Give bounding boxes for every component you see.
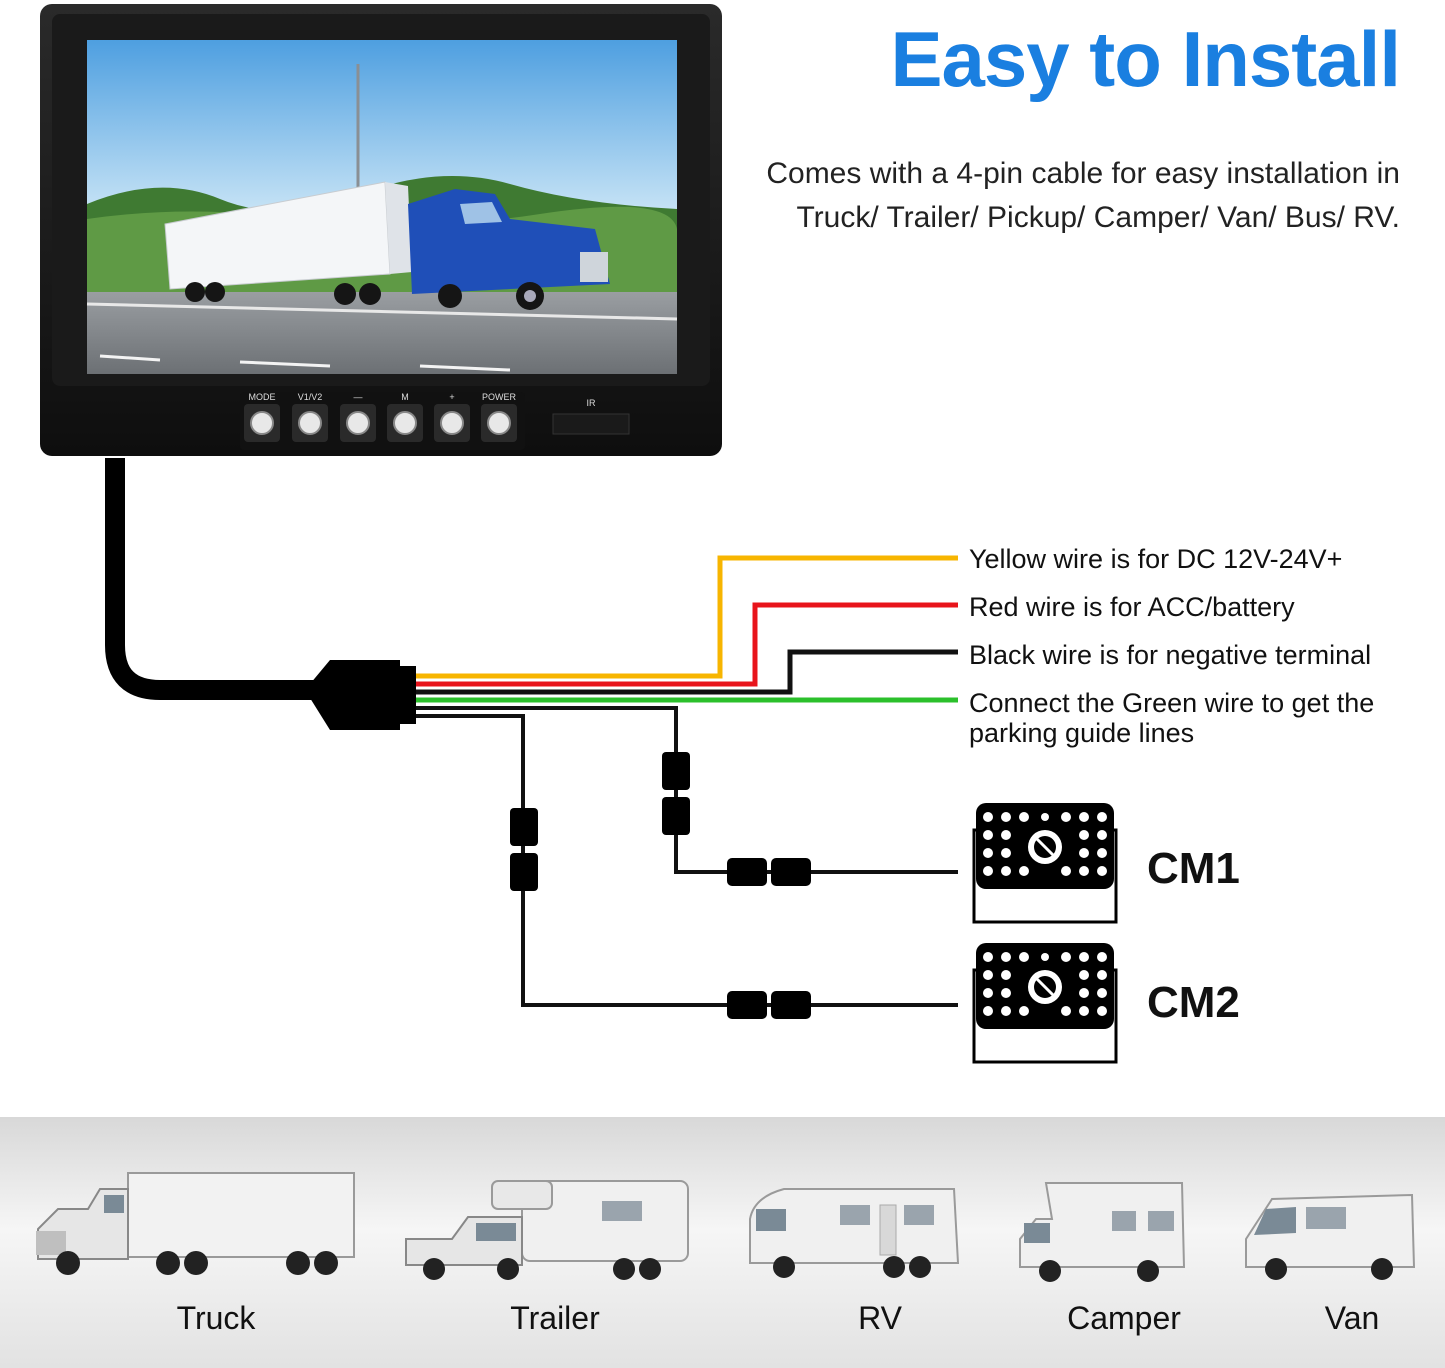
rv-icon — [749, 1188, 960, 1278]
button-label-plus: + — [449, 392, 454, 402]
vehicle-band — [0, 1117, 1445, 1368]
green-wire-label-line-2: parking guide lines — [969, 718, 1195, 748]
ir-sensor — [552, 413, 630, 435]
black-wire-label: Black wire is for negative terminal — [969, 640, 1372, 670]
yellow-wire-label: Yellow wire is for DC 12V-24V+ — [969, 544, 1343, 574]
vehicle-label-van: Van — [1324, 1300, 1380, 1336]
mode-button[interactable] — [244, 404, 280, 442]
ir-label: IR — [587, 398, 597, 408]
monitor-screen — [86, 40, 678, 374]
black-wire — [416, 649, 958, 695]
button-label-minus: — — [354, 392, 363, 402]
vehicle-label-rv: RV — [858, 1300, 902, 1336]
button-label-mode: MODE — [249, 392, 276, 402]
camera-cm1-icon — [972, 803, 1118, 924]
vehicle-label-camper: Camper — [1067, 1300, 1181, 1336]
green-wire-label: Connect the Green wire to get the parkin… — [969, 688, 1374, 748]
power-button[interactable] — [481, 404, 517, 442]
button-label-power: POWER — [482, 392, 517, 402]
camera-cm2-label: CM2 — [1147, 978, 1240, 1027]
cm1-cable — [416, 706, 958, 874]
subtitle-line-1: Comes with a 4-pin cable for easy instal… — [766, 157, 1400, 190]
vehicle-label-trailer: Trailer — [510, 1300, 600, 1336]
trailer-icon — [405, 1180, 689, 1280]
red-wire — [416, 602, 958, 687]
plus-button[interactable] — [434, 404, 470, 442]
inline-connectors — [510, 752, 811, 1019]
green-wire-label-line-1: Connect the Green wire to get the — [969, 688, 1375, 718]
main-cable — [105, 458, 320, 700]
camera-cm1-label: CM1 — [1147, 844, 1240, 893]
page-title: Easy to Install — [890, 15, 1401, 103]
minus-button[interactable] — [340, 404, 376, 442]
yellow-wire — [416, 555, 958, 679]
monitor-buttons — [244, 404, 517, 442]
button-label-m: M — [401, 392, 409, 402]
m-button[interactable] — [387, 404, 423, 442]
camper-icon — [1019, 1182, 1186, 1282]
cable-connector — [305, 660, 416, 730]
subtitle-line-2: Truck/ Trailer/ Pickup/ Camper/ Van/ Bus… — [796, 201, 1400, 234]
monitor-illustration: MODE V1/V2 — M + POWER IR — [40, 4, 722, 456]
vehicle-label-truck: Truck — [176, 1300, 256, 1336]
red-wire-label: Red wire is for ACC/battery — [969, 592, 1295, 622]
cm2-cable — [416, 714, 958, 1007]
van-icon — [1245, 1193, 1416, 1280]
button-label-v1v2: V1/V2 — [298, 392, 323, 402]
truck-icon — [36, 1172, 355, 1275]
v1v2-button[interactable] — [292, 404, 328, 442]
subtitle: Comes with a 4-pin cable for easy instal… — [700, 152, 1400, 240]
camera-cm2-icon — [972, 943, 1118, 1064]
